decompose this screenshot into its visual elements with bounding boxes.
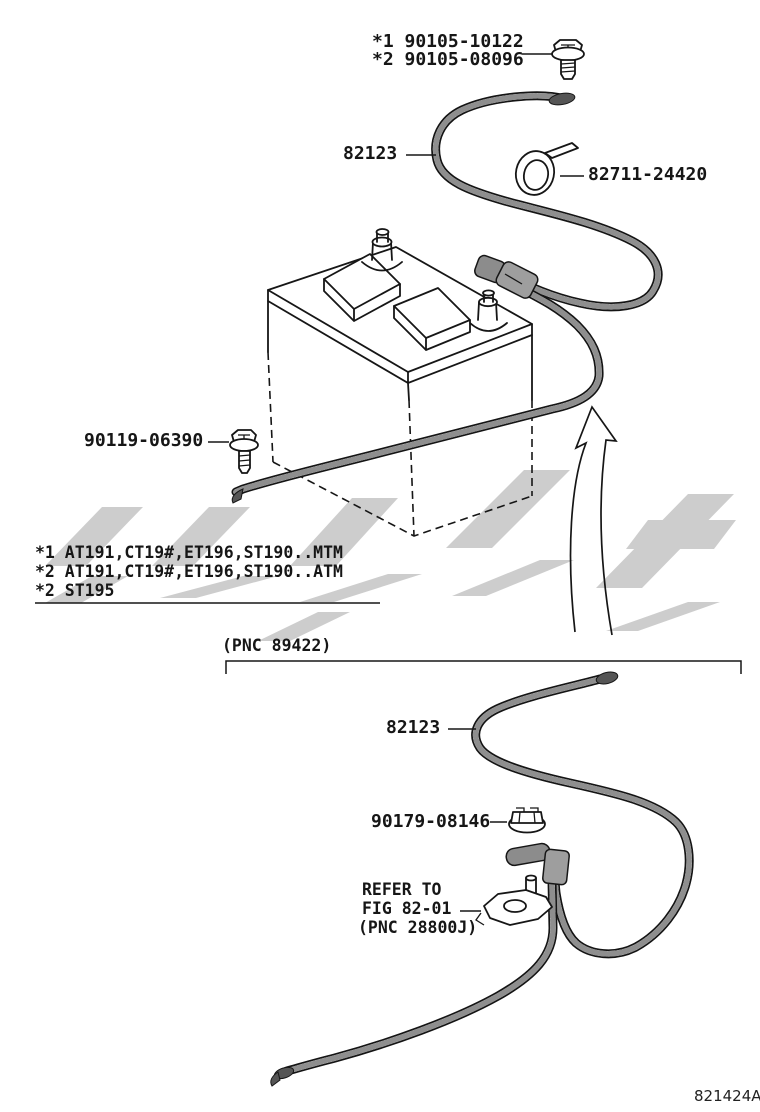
refer-note-line: FIG 82-01 — [362, 899, 452, 918]
part-label-cable-top[interactable]: 82123 — [343, 143, 398, 164]
battery-illustration — [267, 228, 533, 537]
hose-clamp-icon — [514, 142, 579, 196]
part-label-bolt-top-2[interactable]: *2 90105-08096 — [372, 49, 524, 70]
footnote-line: *1 AT191,CT19#,ET196,ST190..MTM — [35, 543, 343, 562]
refer-note-line: REFER TO — [362, 880, 442, 899]
curved-direction-arrow-icon — [569, 405, 618, 636]
watermark-logo — [45, 470, 736, 641]
pnc-bracket — [225, 660, 742, 674]
cable-terminal-icon — [505, 842, 570, 886]
part-label-nut[interactable]: 90179-08146 — [371, 811, 491, 832]
diagram-code: 821424A — [694, 1087, 760, 1105]
leader-lines — [208, 53, 584, 912]
part-label-clamp[interactable]: 82711-24420 — [588, 164, 708, 185]
battery-cable-bottom-illustration — [270, 671, 689, 1087]
hex-flange-bolt-icon — [551, 39, 585, 80]
battery-terminal-clamp-icon — [475, 874, 553, 926]
battery-post-near — [469, 289, 508, 332]
footnote-line: *2 AT191,CT19#,ET196,ST190..ATM — [35, 562, 343, 581]
part-label-bolt-left[interactable]: 90119-06390 — [84, 430, 204, 451]
refer-note-line: (PNC 28800J) — [358, 918, 478, 937]
flange-nut-icon — [508, 807, 546, 834]
part-label-bolt-top-1[interactable]: *1 90105-10122 — [372, 31, 524, 52]
cable-lug-icon — [474, 254, 539, 299]
part-label-cable-bottom[interactable]: 82123 — [386, 717, 441, 738]
hex-flange-bolt-icon — [229, 429, 259, 474]
battery-cable-top-illustration — [232, 91, 658, 504]
footnote-line: *2 ST195 — [35, 581, 115, 600]
pnc-bracket-label: (PNC 89422) — [222, 636, 332, 655]
battery-post-far — [361, 228, 403, 272]
